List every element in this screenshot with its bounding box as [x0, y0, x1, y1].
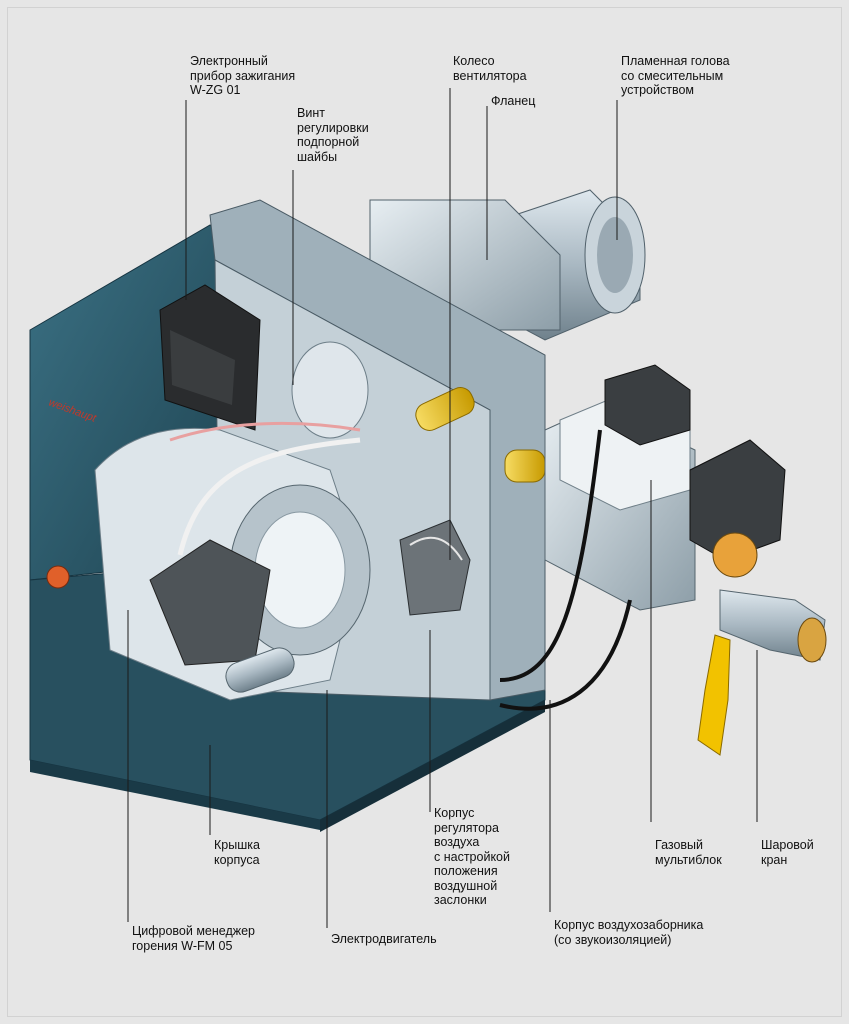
label-fan-wheel: Колесо вентилятора — [453, 54, 527, 83]
sight-glass-2 — [504, 449, 546, 483]
ignition-device — [159, 284, 261, 431]
label-adjustment-screw: Винт регулировки подпорной шайбы — [297, 106, 369, 164]
diagram-frame — [7, 7, 842, 1017]
label-flange: Фланец — [491, 94, 536, 108]
leader-lines — [127, 88, 758, 928]
gas-multiblock — [544, 364, 786, 611]
motor — [149, 539, 295, 693]
label-electric-motor: Электродвигатель — [331, 932, 437, 946]
status-lamp — [46, 565, 70, 589]
air-regulator — [399, 519, 471, 616]
label-ball-valve: Шаровой кран — [761, 838, 814, 867]
label-housing-cover: Крышка корпуса — [214, 838, 260, 867]
cables — [169, 421, 632, 711]
sight-glass — [415, 387, 475, 431]
label-gas-multiblock: Газовый мультиблок — [655, 838, 722, 867]
label-combustion-manager: Цифровой менеджер горения W-FM 05 — [132, 924, 256, 953]
label-air-regulator: Корпус регулятора воздуха с настройкой п… — [434, 806, 510, 907]
label-air-intake-housing: Корпус воздухозаборника (со звукоизоляци… — [554, 918, 704, 947]
ball-valve — [697, 589, 827, 756]
label-flame-head: Пламенная голова со смесительным устройс… — [621, 54, 730, 97]
label-ignition-device: Электронный прибор зажигания W-ZG 01 — [190, 54, 296, 97]
